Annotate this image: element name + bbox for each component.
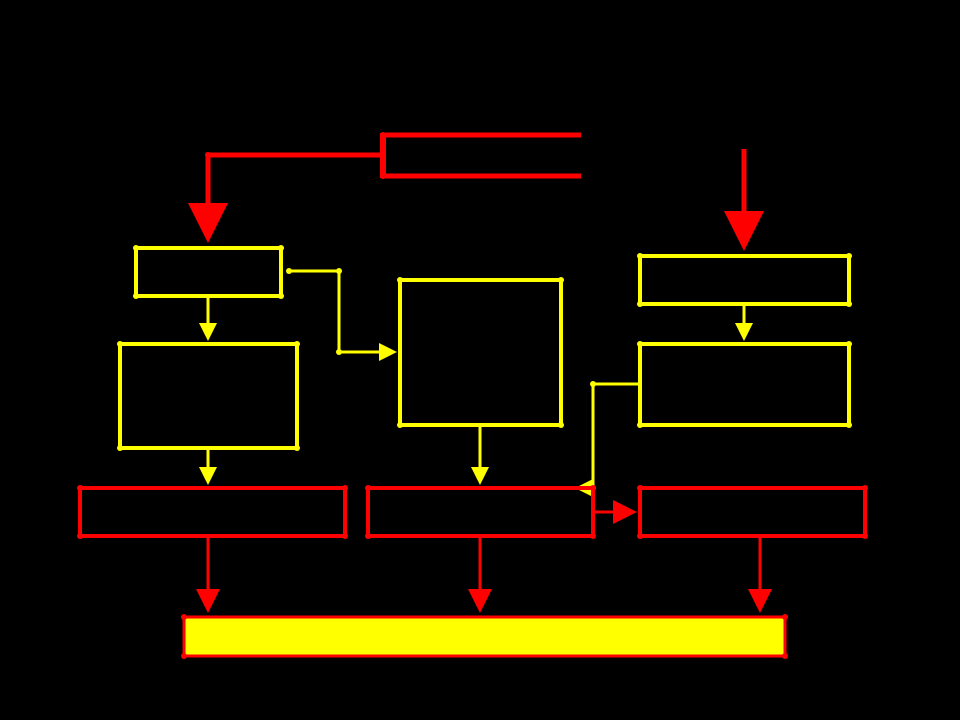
- yellow-arrow-top-left-to-center: [289, 269, 397, 361]
- box-yellow-mid-right: [637, 341, 852, 428]
- box-yellow-top-right: [637, 253, 852, 307]
- box-red-center: [365, 485, 596, 539]
- box-yellow-center: [397, 277, 564, 428]
- box-yellow-top-left: [133, 245, 284, 299]
- box-yellow-mid-left: [117, 341, 300, 451]
- top-bracket: [380, 132, 581, 179]
- box-red-right: [637, 485, 868, 539]
- box-red-left: [77, 485, 348, 539]
- red-arrow-bracket-to-top-left: [188, 152, 383, 243]
- yellow-arrow-mid-right-to-red-center: [575, 382, 640, 497]
- bottom-bar: [181, 614, 788, 659]
